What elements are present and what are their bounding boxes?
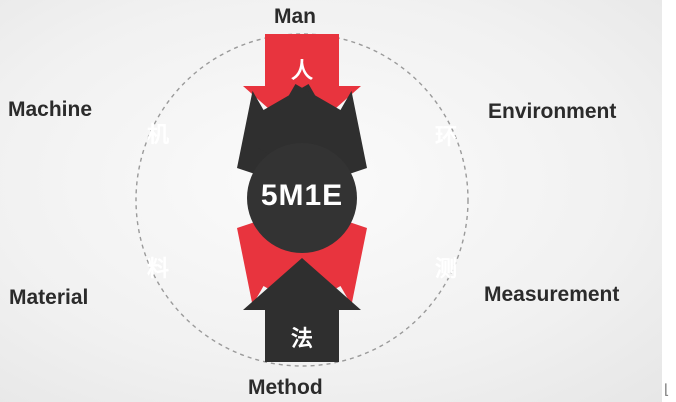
corner-mark: ⌊: [664, 381, 670, 397]
machine-char: 机: [146, 123, 170, 148]
environment-char: 环: [434, 125, 458, 150]
machine-label: Machine: [8, 98, 93, 121]
method-arrow: [243, 258, 361, 362]
environment-label: Environment: [488, 100, 617, 123]
center-label: 5M1E: [260, 179, 344, 212]
center-circle: [247, 143, 357, 253]
man-char: 人: [290, 59, 314, 84]
measurement-char: 测: [434, 257, 458, 282]
dashed-ring: [135, 33, 469, 367]
material-char: 料: [146, 257, 170, 282]
material-label: Material: [9, 286, 89, 309]
measurement-label: Measurement: [484, 283, 620, 306]
man-label: Man: [274, 5, 316, 28]
method-char: 法: [290, 327, 314, 352]
method-label: Method: [248, 376, 323, 399]
image-border: [662, 0, 676, 402]
